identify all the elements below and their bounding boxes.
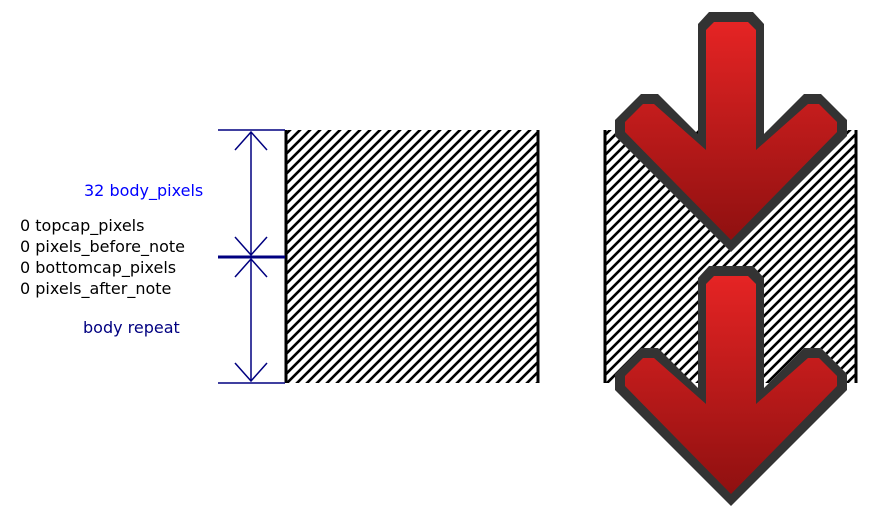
topcap-pixels-label: 0 topcap_pixels (20, 216, 144, 236)
body-repeat-dimension-arrow (234, 257, 268, 383)
body-pixels-label: 32 body_pixels (84, 181, 203, 201)
red-down-arrow-icon (615, 266, 847, 506)
body-strip-hatch (286, 130, 538, 383)
dimension-markers (218, 129, 285, 384)
red-down-arrow-icon (615, 12, 847, 252)
pixels-after-note-label: 0 pixels_after_note (20, 279, 171, 299)
bottomcap-pixels-label: 0 bottomcap_pixels (20, 258, 176, 278)
body-repeat-label: body repeat (83, 318, 180, 337)
pixels-before-note-label: 0 pixels_before_note (20, 237, 185, 257)
body-strip (284, 130, 540, 383)
body-pixels-dimension-arrow (234, 130, 268, 257)
